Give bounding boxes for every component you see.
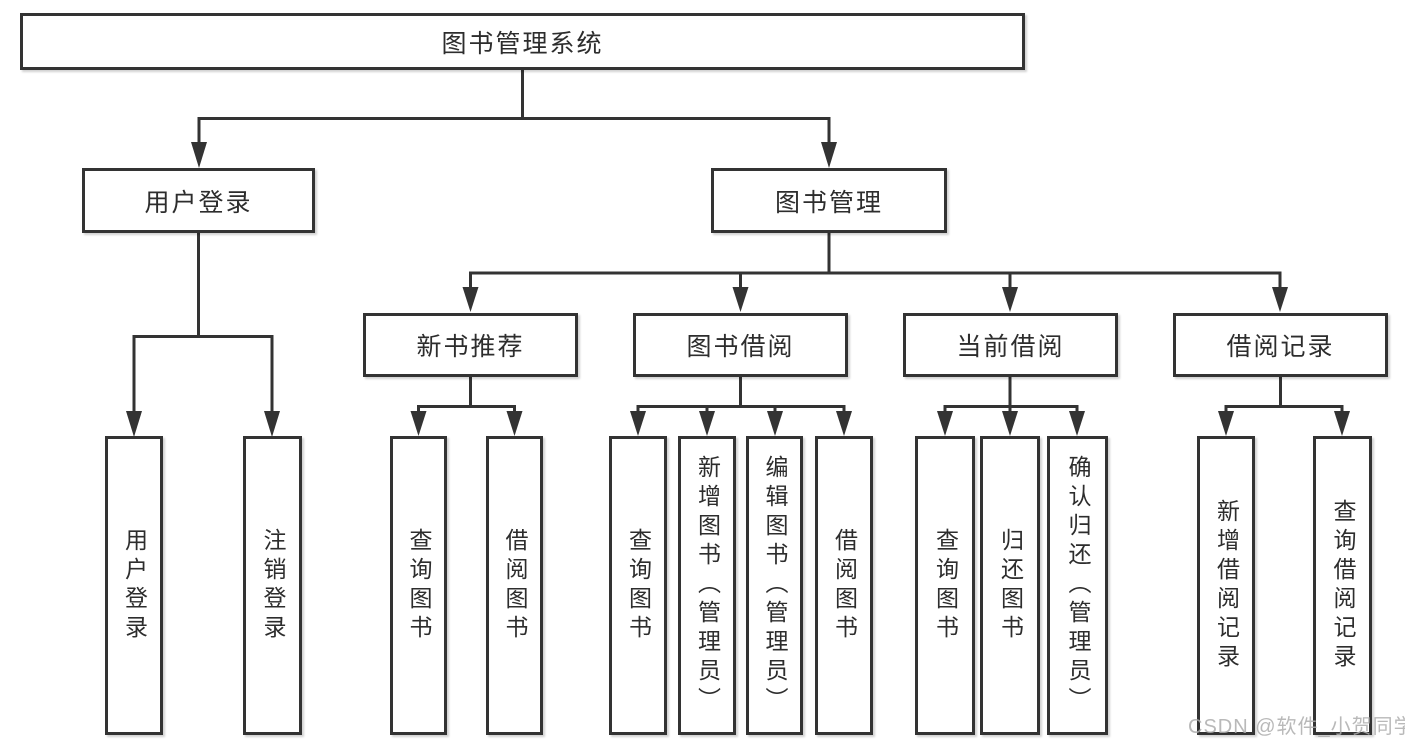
leaf-query-books-current: 查询图书	[915, 436, 975, 735]
leaf-borrow-books-label: 借阅图书	[831, 527, 858, 644]
leaf-add-book-admin-label: 新增图书（管理员）	[694, 455, 721, 716]
leaf-query-books-current-label: 查询图书	[932, 527, 959, 644]
leaf-return-book-label: 归还图书	[997, 527, 1024, 644]
connector-root-to-level2	[191, 70, 837, 168]
leaf-add-book-admin: 新增图书（管理员）	[678, 436, 736, 735]
node-user-login: 用户登录	[82, 168, 315, 233]
node-current-borrowing: 当前借阅	[903, 313, 1118, 377]
node-new-book-recommendation-label: 新书推荐	[416, 333, 525, 361]
node-user-login-label: 用户登录	[144, 188, 253, 217]
leaf-borrow-books: 借阅图书	[815, 436, 873, 735]
leaf-borrow-books-recommend-label: 借阅图书	[502, 527, 528, 644]
leaf-confirm-return-admin: 确认归还（管理员）	[1047, 436, 1108, 735]
node-current-borrowing-label: 当前借阅	[956, 333, 1065, 361]
connector-current-borrow-to-leaves	[937, 377, 1085, 436]
leaf-add-borrow-record-label: 新增借阅记录	[1213, 498, 1240, 673]
leaf-user-login-label: 用户登录	[121, 527, 148, 644]
leaf-query-books-borrow-label: 查询图书	[625, 527, 652, 644]
leaf-query-borrow-record: 查询借阅记录	[1313, 436, 1372, 735]
node-book-borrowing: 图书借阅	[633, 313, 848, 377]
node-borrowing-records-label: 借阅记录	[1226, 333, 1335, 361]
leaf-query-borrow-record-label: 查询借阅记录	[1330, 498, 1356, 673]
leaf-return-book: 归还图书	[980, 436, 1040, 735]
root-node-label: 图书管理系统	[441, 29, 604, 58]
leaf-logout-label: 注销登录	[260, 527, 286, 644]
node-book-management: 图书管理	[711, 168, 947, 233]
watermark: CSDN @软件_小贺同学	[1188, 716, 1405, 738]
connector-book-borrow-to-leaves	[630, 377, 852, 436]
connector-borrow-records-to-leaves	[1218, 377, 1350, 436]
leaf-user-login: 用户登录	[105, 436, 163, 735]
leaf-add-borrow-record: 新增借阅记录	[1197, 436, 1255, 735]
node-new-book-recommendation: 新书推荐	[363, 313, 578, 377]
leaf-edit-book-admin-label: 编辑图书（管理员）	[762, 455, 788, 716]
leaf-confirm-return-admin-label: 确认归还（管理员）	[1065, 455, 1091, 716]
node-book-management-label: 图书管理	[774, 188, 883, 217]
leaf-logout: 注销登录	[243, 436, 302, 735]
leaf-query-books-recommend-label: 查询图书	[406, 527, 432, 644]
leaf-query-books-recommend: 查询图书	[390, 436, 447, 735]
node-book-borrowing-label: 图书借阅	[686, 333, 795, 361]
connector-user-login-to-leaves	[126, 233, 280, 437]
leaf-edit-book-admin: 编辑图书（管理员）	[746, 436, 803, 735]
connector-new-book-to-leaves	[410, 377, 523, 436]
leaf-borrow-books-recommend: 借阅图书	[486, 436, 543, 735]
root-node: 图书管理系统	[20, 13, 1025, 70]
node-borrowing-records: 借阅记录	[1173, 313, 1388, 377]
connector-book-management-to-level3	[462, 233, 1288, 312]
leaf-query-books-borrow: 查询图书	[609, 436, 667, 735]
